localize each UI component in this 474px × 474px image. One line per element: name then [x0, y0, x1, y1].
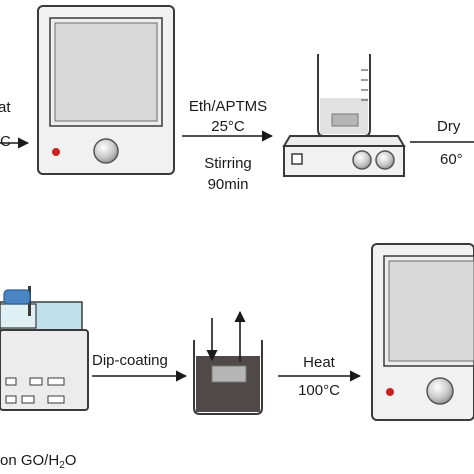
dry-temperature-label: 60° [440, 151, 463, 168]
silane-temperature-label: 25°C [211, 118, 245, 135]
first-arrow-label-bottom: C [0, 133, 11, 150]
oven-icon [37, 5, 175, 175]
indicator-light [52, 148, 60, 156]
heat-temperature-label: 100°C [298, 382, 340, 399]
go-solution-label: on GO/H2O [0, 452, 77, 471]
sample [331, 113, 359, 127]
dry-label: Dry [437, 118, 461, 135]
ultrasonic-bath-icon [0, 286, 89, 411]
control-knob [426, 377, 454, 405]
dip-coating-label: Dip-coating [92, 352, 168, 369]
indicator-light [386, 388, 394, 396]
oven-icon [371, 243, 474, 421]
sample [211, 365, 247, 383]
stirring-time-label: 90min [207, 176, 249, 193]
silane-reagent-label: Eth/APTMS [188, 98, 268, 115]
control-knob [93, 138, 119, 164]
hotplate-stirrer-icon [282, 54, 406, 177]
heat-label: Heat [303, 354, 335, 371]
stirring-label: Stirring [204, 155, 252, 172]
first-arrow-label-top: at [0, 99, 11, 116]
beaker-icon [193, 310, 263, 415]
